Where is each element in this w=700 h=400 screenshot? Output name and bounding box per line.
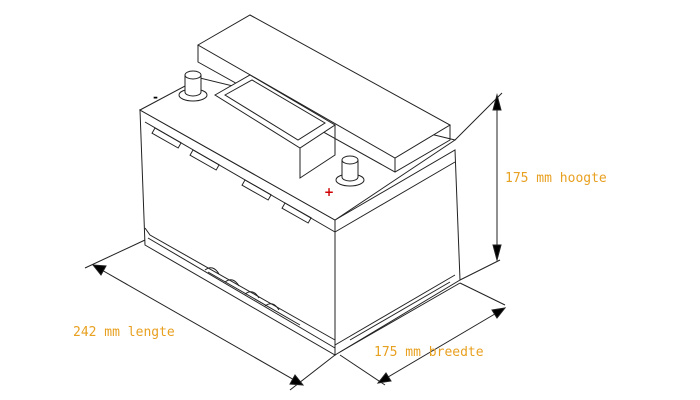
- length-dimension: [84, 239, 336, 391]
- width-label: 175 mm breedte: [374, 345, 484, 360]
- positive-symbol: +: [324, 185, 335, 199]
- negative-terminal: [178, 70, 208, 102]
- battery-lid: [196, 14, 452, 179]
- length-label: 242 mm lengte: [73, 325, 175, 340]
- positive-terminal: [335, 155, 365, 187]
- height-label: 175 mm hoogte: [505, 171, 607, 186]
- width-dimension: [339, 282, 507, 386]
- negative-symbol: -: [153, 90, 158, 104]
- battery-body: [138, 77, 461, 356]
- height-dimension: [454, 92, 503, 281]
